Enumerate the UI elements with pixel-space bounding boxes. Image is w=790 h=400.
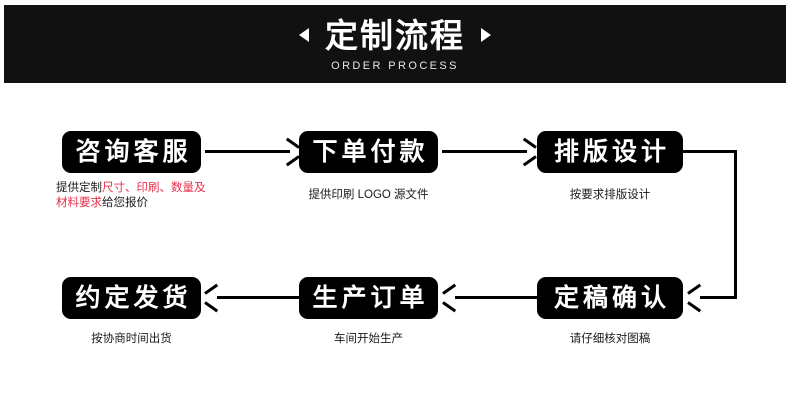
caption-segment-plain-2: 给您报价 [102, 197, 148, 209]
caption-segment-highlight: 尺寸、印刷、数量及材料要求 [56, 182, 206, 209]
arrowhead-right-step3 [521, 144, 535, 160]
flow-step-label: 生产订单 [312, 283, 429, 312]
flow-step-caption-3: 按要求排版设计 [569, 189, 651, 201]
connector-step4-step5 [455, 296, 539, 299]
process-flow-diagram: 咨询客服 提供定制尺寸、印刷、数量及材料要求给您报价 下单付款 提供印刷 LOG… [0, 83, 790, 400]
flow-step-label: 定稿确认 [553, 283, 670, 312]
flow-step-caption-1: 提供定制尺寸、印刷、数量及材料要求给您报价 [50, 181, 215, 211]
flow-step-place-order-payment[interactable]: 下单付款 [299, 131, 438, 173]
flow-step-final-confirmation[interactable]: 定稿确认 [537, 277, 683, 319]
flow-step-label: 排版设计 [553, 137, 670, 166]
connector-step5-step6 [217, 296, 301, 299]
flow-step-consult-service[interactable]: 咨询客服 [62, 131, 201, 173]
connector-right-step4 [700, 296, 737, 299]
flow-step-caption-2: 提供印刷 LOGO 源文件 [308, 189, 429, 201]
connector-step2-step3 [442, 150, 527, 153]
page-title: 定制流程 [325, 16, 465, 54]
flow-step-caption-5: 车间开始生产 [334, 333, 403, 345]
connector-step1-step2 [205, 150, 290, 153]
arrowhead-right-step2 [284, 144, 298, 160]
triangle-left-icon [299, 28, 309, 42]
page-subtitle: ORDER PROCESS [331, 59, 459, 72]
flow-step-label: 下单付款 [312, 137, 429, 166]
arrowhead-left-step6 [205, 290, 219, 306]
flow-step-caption-4: 请仔细核对图稿 [569, 333, 651, 345]
connector-step3-right [683, 150, 737, 153]
flow-step-production-order[interactable]: 生产订单 [299, 277, 438, 319]
arrowhead-left-step5 [443, 290, 457, 306]
flow-step-label: 咨询客服 [75, 137, 192, 166]
flow-step-label: 约定发货 [75, 283, 192, 312]
flow-step-scheduled-shipment[interactable]: 约定发货 [62, 277, 201, 319]
header-banner: 定制流程 ORDER PROCESS [4, 5, 786, 83]
arrowhead-left-step4 [688, 290, 702, 306]
banner-title-row: 定制流程 [299, 19, 491, 52]
flow-step-layout-design[interactable]: 排版设计 [537, 131, 683, 173]
caption-segment-plain: 提供定制 [56, 182, 102, 194]
flow-step-caption-6: 按协商时间出货 [91, 333, 172, 345]
connector-right-vertical [734, 150, 737, 299]
triangle-right-icon [481, 28, 491, 42]
